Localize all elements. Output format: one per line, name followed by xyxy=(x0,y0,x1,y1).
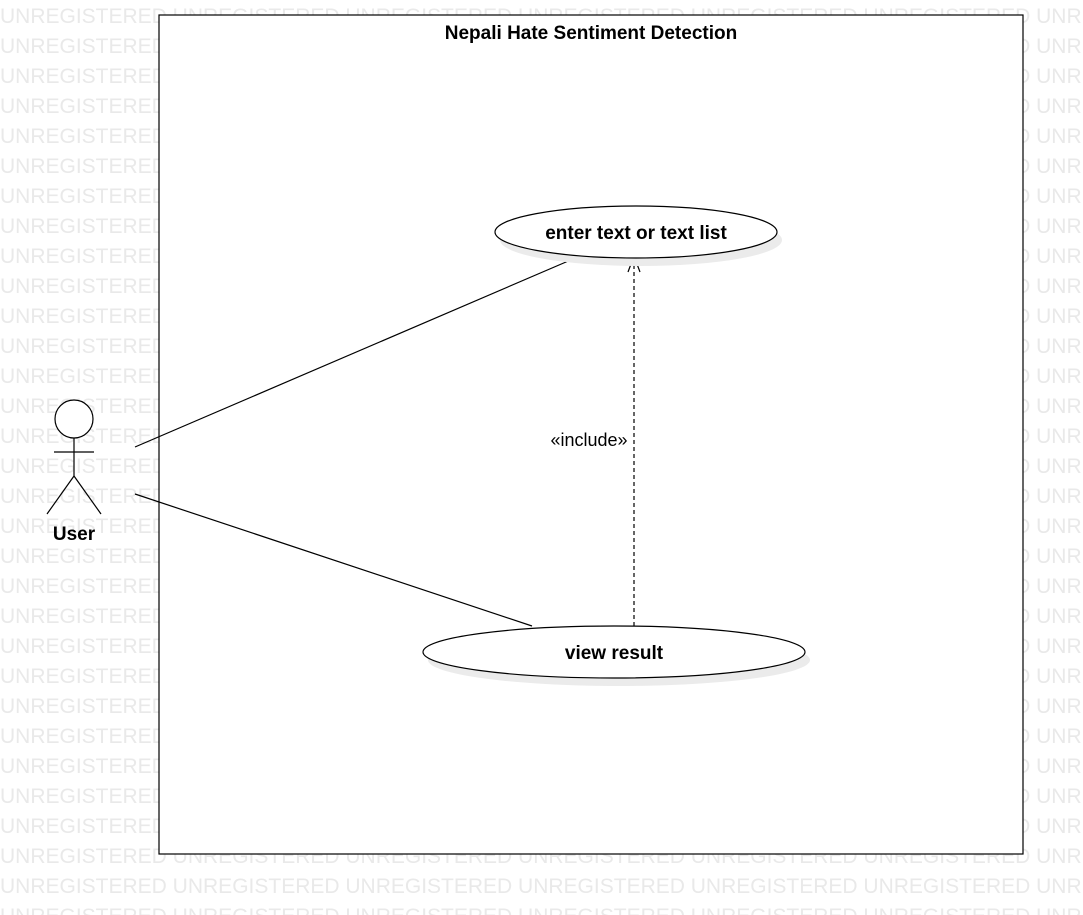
actor-user[interactable]: User xyxy=(46,399,102,545)
use-case-view-result-label: view result xyxy=(565,643,664,664)
use-case-enter-text-ellipse xyxy=(494,205,778,259)
include-label-bg xyxy=(546,428,632,450)
association-user-view-result[interactable] xyxy=(134,493,533,627)
watermark-row: UNREGISTERED UNREGISTERED UNREGISTERED U… xyxy=(0,875,1083,898)
use-case-view-result-ellipse xyxy=(422,625,806,679)
use-case-view-result[interactable]: view result xyxy=(422,625,810,686)
watermark-row: UNREGISTERED UNREGISTERED UNREGISTERED U… xyxy=(0,902,1083,915)
use-case-enter-text-label: enter text or text list xyxy=(545,223,727,244)
actor-user-label: User xyxy=(53,524,96,545)
use-case-enter-text[interactable]: enter text or text list xyxy=(494,205,782,266)
include-stereotype-label: «include» xyxy=(550,430,627,450)
association-user-enter-text[interactable] xyxy=(134,258,574,448)
system-boundary-title: Nepali Hate Sentiment Detection xyxy=(445,23,737,44)
actor-stick-figure-icon xyxy=(46,399,102,515)
